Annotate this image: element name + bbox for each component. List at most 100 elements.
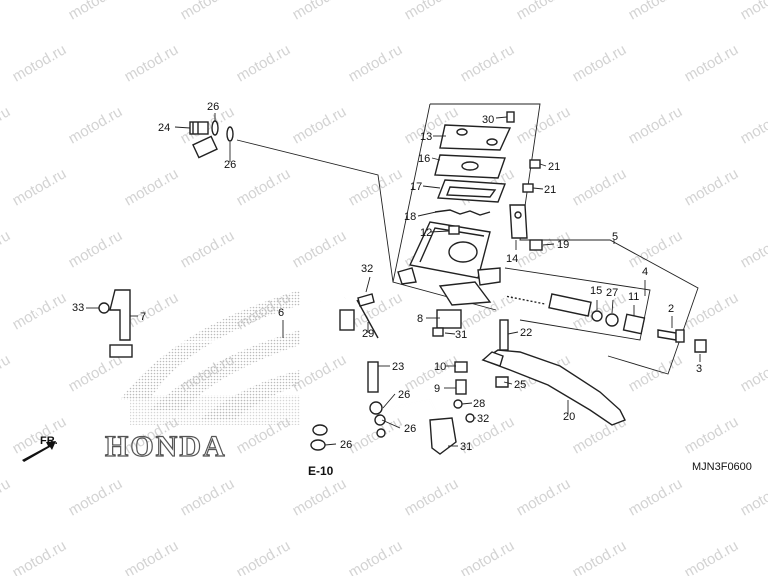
callout-number: 11 [628,291,639,303]
watermark-text: motod.ru [738,0,768,23]
callout-number: 26 [207,101,219,113]
watermark-text: motod.ru [122,165,182,209]
callout-leader [532,187,544,190]
master-cylinder-body [397,221,501,306]
hose-clamp [98,289,131,341]
callout-number: 17 [410,181,422,193]
callout-leader [365,276,371,293]
watermark-text: motod.ru [10,165,70,209]
callout-number: 27 [606,287,618,299]
pivot-bolt [657,329,707,353]
diaphragm-17 [437,179,506,203]
callout-leader [444,332,456,335]
reference-label: E-10 [308,464,334,478]
watermark-text: motod.ru [178,227,238,271]
callout-number: 2 [668,303,674,315]
callout-leader [461,402,473,405]
callout-number: 24 [158,122,170,134]
watermark-text: motod.ru [682,289,742,333]
holder-14 [509,204,528,239]
callout-number: 16 [418,153,430,165]
callout-number: 21 [548,161,560,173]
watermark-text: motod.ru [0,0,13,23]
watermark-text: motod.ru [346,537,406,576]
watermark-text: motod.ru [570,41,630,85]
watermark-text: motod.ru [290,227,350,271]
watermark-text: motod.ru [178,0,238,23]
watermark-text: motod.ru [514,103,574,147]
watermark-text: motod.ru [178,475,238,519]
watermark-text: motod.ru [738,103,768,147]
callout-number: 31 [455,329,467,341]
callout-number: 28 [473,398,485,410]
callout-number: 10 [434,361,446,373]
callout-number: 26 [224,159,236,171]
callout-leader [611,299,614,314]
callout-number: 29 [362,328,374,340]
watermark-text: motod.ru [290,103,350,147]
watermark-text: motod.ru [514,0,574,23]
watermark-text: motod.ru [682,537,742,576]
watermark-text: motod.ru [346,41,406,85]
watermark-text: motod.ru [10,41,70,85]
clutch-lever [481,349,626,426]
watermark-text: motod.ru [10,289,70,333]
callout-number: 9 [434,383,440,395]
front-direction-arrow: FR. [22,435,58,462]
callout-number: 14 [506,253,518,265]
callout-number: 18 [404,211,416,223]
callout-number: 7 [140,311,146,323]
callout-leader [174,126,191,129]
watermark-text: motod.ru [682,413,742,457]
callout-number: 32 [361,263,373,275]
callout-number: 30 [482,114,494,126]
callout-leader [542,243,555,246]
watermark-text: motod.ru [234,537,294,576]
callout-leader [422,185,441,189]
callout-number: 25 [514,379,526,391]
watermark-text: motod.ru [234,41,294,85]
direction-label: FR. [40,435,58,447]
watermark-text: motod.ru [290,475,350,519]
watermark-text: motod.ru [0,227,13,271]
honda-brand-text: HONDA [105,430,227,463]
callout-number: 26 [404,423,416,435]
piston-set [504,293,646,335]
watermark-text: motod.ru [738,227,768,271]
watermark-text: motod.ru [66,351,126,395]
watermark-text: motod.ru [402,475,462,519]
honda-wing-logo [120,290,300,425]
watermark-text: motod.ru [682,41,742,85]
watermark-text: motod.ru [682,165,742,209]
watermark-text: motod.ru [0,103,13,147]
callout-number: 6 [278,307,284,319]
watermark-text: motod.ru [290,0,350,23]
callout-number: 32 [477,413,489,425]
watermark-text: motod.ru [66,103,126,147]
callout-leader [507,331,519,335]
watermark-text: motod.ru [626,0,686,23]
clutch-switch [356,293,509,351]
watermark-text: motod.ru [66,475,126,519]
watermark-text: motod.ru [122,41,182,85]
callout-leader [503,381,513,385]
hose-joint [109,344,133,358]
callout-number: 22 [520,327,532,339]
watermark-text: motod.ru [626,351,686,395]
callout-leader [431,157,441,161]
watermark-text: motod.ru [66,0,126,23]
watermark-text: motod.ru [738,475,768,519]
callout-number: 23 [392,361,404,373]
callout-number: 12 [420,227,432,239]
watermark-text: motod.ru [402,0,462,23]
float-18 [434,209,491,216]
watermark-text: motod.ru [122,537,182,576]
watermark-text: motod.ru [10,537,70,576]
lower-fittings [310,361,475,455]
clutch-hose [31,135,441,431]
watermark-text: motod.ru [458,41,518,85]
watermark-text: motod.ru [234,165,294,209]
callout-number: 15 [590,285,602,297]
